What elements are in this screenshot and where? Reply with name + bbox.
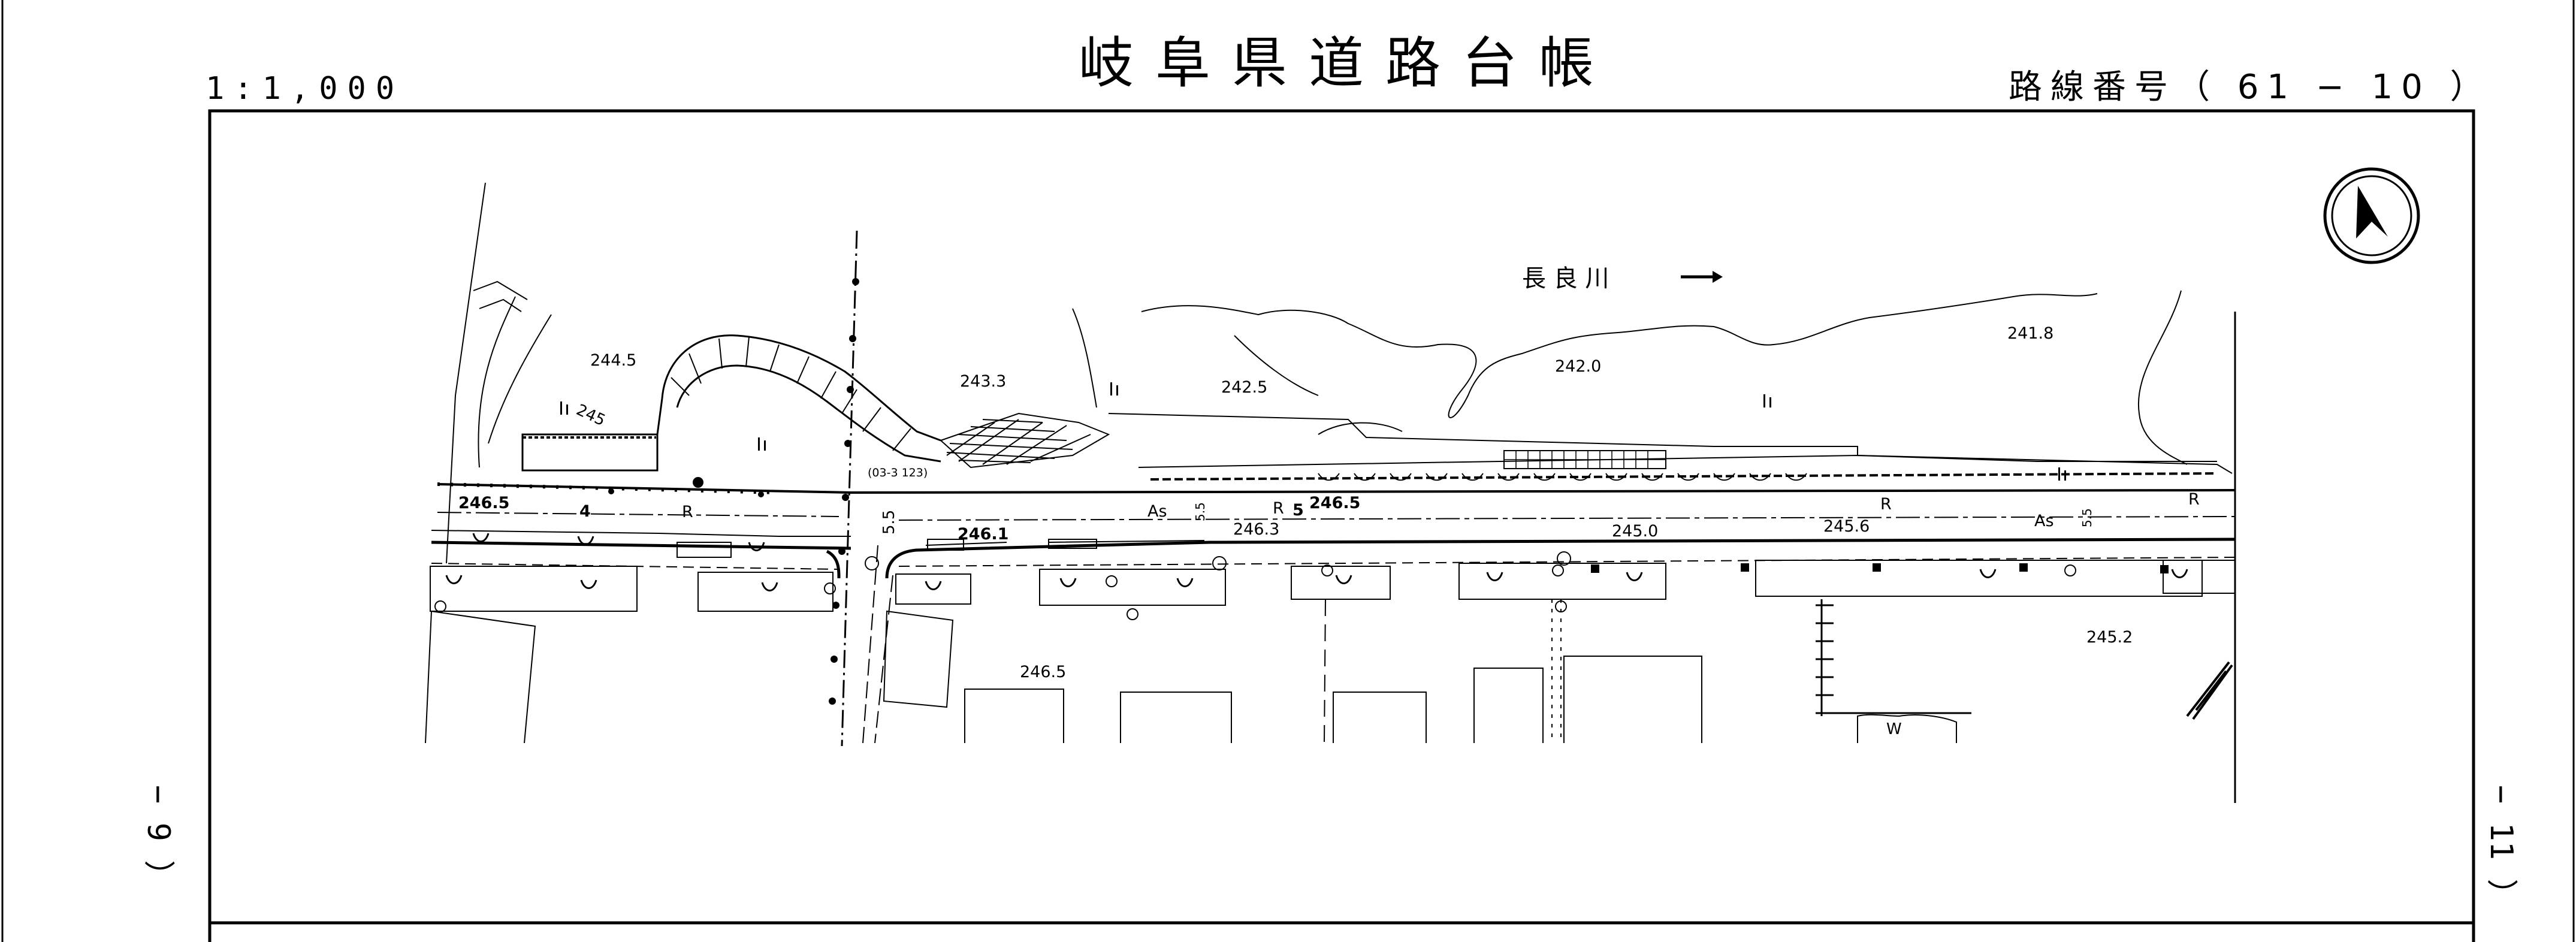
map-frame xyxy=(208,109,2475,942)
elevation-label: 246.5 xyxy=(1309,494,1360,512)
admin-boundary xyxy=(841,230,858,747)
road-width-label: 5.5 xyxy=(880,510,898,535)
elevation-label: 241.8 xyxy=(2007,324,2053,343)
road-width-label: 5 xyxy=(1292,501,1304,520)
road-marking: R xyxy=(1273,499,1284,518)
slope-line-2 xyxy=(488,314,552,444)
boundary-line-nw xyxy=(446,182,486,564)
curved-revetment xyxy=(521,334,941,472)
road-width-label: 5.5 xyxy=(1193,502,1207,521)
route-number: 路線番号（ 61 − 10 ） xyxy=(2009,68,2492,107)
road-marking-labels: 4 R As R 5 5.5 R As R 5.5 5.5 xyxy=(579,490,2200,535)
guardrail xyxy=(1816,599,1971,716)
elevation-label: 246.5 xyxy=(1020,663,1066,681)
road-edges xyxy=(431,482,2236,579)
frontage-blocks xyxy=(430,539,2236,612)
road-marking: R xyxy=(682,503,693,521)
levee-embankment xyxy=(940,412,2233,481)
road-marking: R xyxy=(1880,495,1892,514)
steps xyxy=(473,280,528,312)
boundary-points xyxy=(829,278,859,705)
benchmark-label: (03-3 123) xyxy=(868,466,928,479)
riverbank-line xyxy=(1141,293,2098,418)
road-width-label: 5.5 xyxy=(2080,508,2094,527)
vegetation-symbols xyxy=(560,382,2066,481)
elevation-label: 242.5 xyxy=(1221,378,1267,397)
flow-arrow-icon xyxy=(1681,271,1723,283)
elevation-label: 242.0 xyxy=(1555,357,1601,376)
elevation-label: 245.2 xyxy=(2086,628,2133,647)
elevation-label: 244.5 xyxy=(590,351,636,370)
hatch-se xyxy=(2186,661,2233,720)
bank-curve xyxy=(1072,308,1097,408)
bank-curve-2 xyxy=(1234,335,1319,396)
elevation-labels: 244.5 243.3 242.5 242.0 241.8 246.5 246.… xyxy=(458,324,2133,681)
elevation-label: 245.0 xyxy=(1612,522,1658,541)
elevation-label: 246.5 xyxy=(458,494,509,512)
road-marking: R xyxy=(2188,490,2200,509)
signal-markers xyxy=(434,551,2076,620)
side-road xyxy=(862,545,893,744)
buildings xyxy=(425,610,1957,744)
map-title: 岐阜県道路台帳 xyxy=(1079,31,1616,95)
contour-label: 245 xyxy=(573,401,608,430)
well-label: W xyxy=(1886,720,1902,738)
road-marking: As xyxy=(2034,512,2054,530)
slope-line xyxy=(478,296,516,468)
fixture-markers xyxy=(608,477,2169,573)
north-arrow-icon xyxy=(2323,167,2420,264)
elevation-label: 245.6 xyxy=(1823,517,1870,536)
drainage-symbols xyxy=(445,533,2188,591)
fence-line xyxy=(1551,599,1562,743)
scale-label: 1:1,000 xyxy=(206,71,404,107)
elevation-label: 246.3 xyxy=(1233,520,1279,539)
road-marking: As xyxy=(1147,502,1167,521)
river-label: 長 良 川 xyxy=(1522,265,1609,292)
road-width-label: 4 xyxy=(579,502,591,521)
elevation-label: 243.3 xyxy=(960,372,1006,391)
riverbank-line-east xyxy=(2137,290,2188,465)
parcel-line xyxy=(1324,599,1326,744)
elevation-label: 246.1 xyxy=(958,525,1008,544)
